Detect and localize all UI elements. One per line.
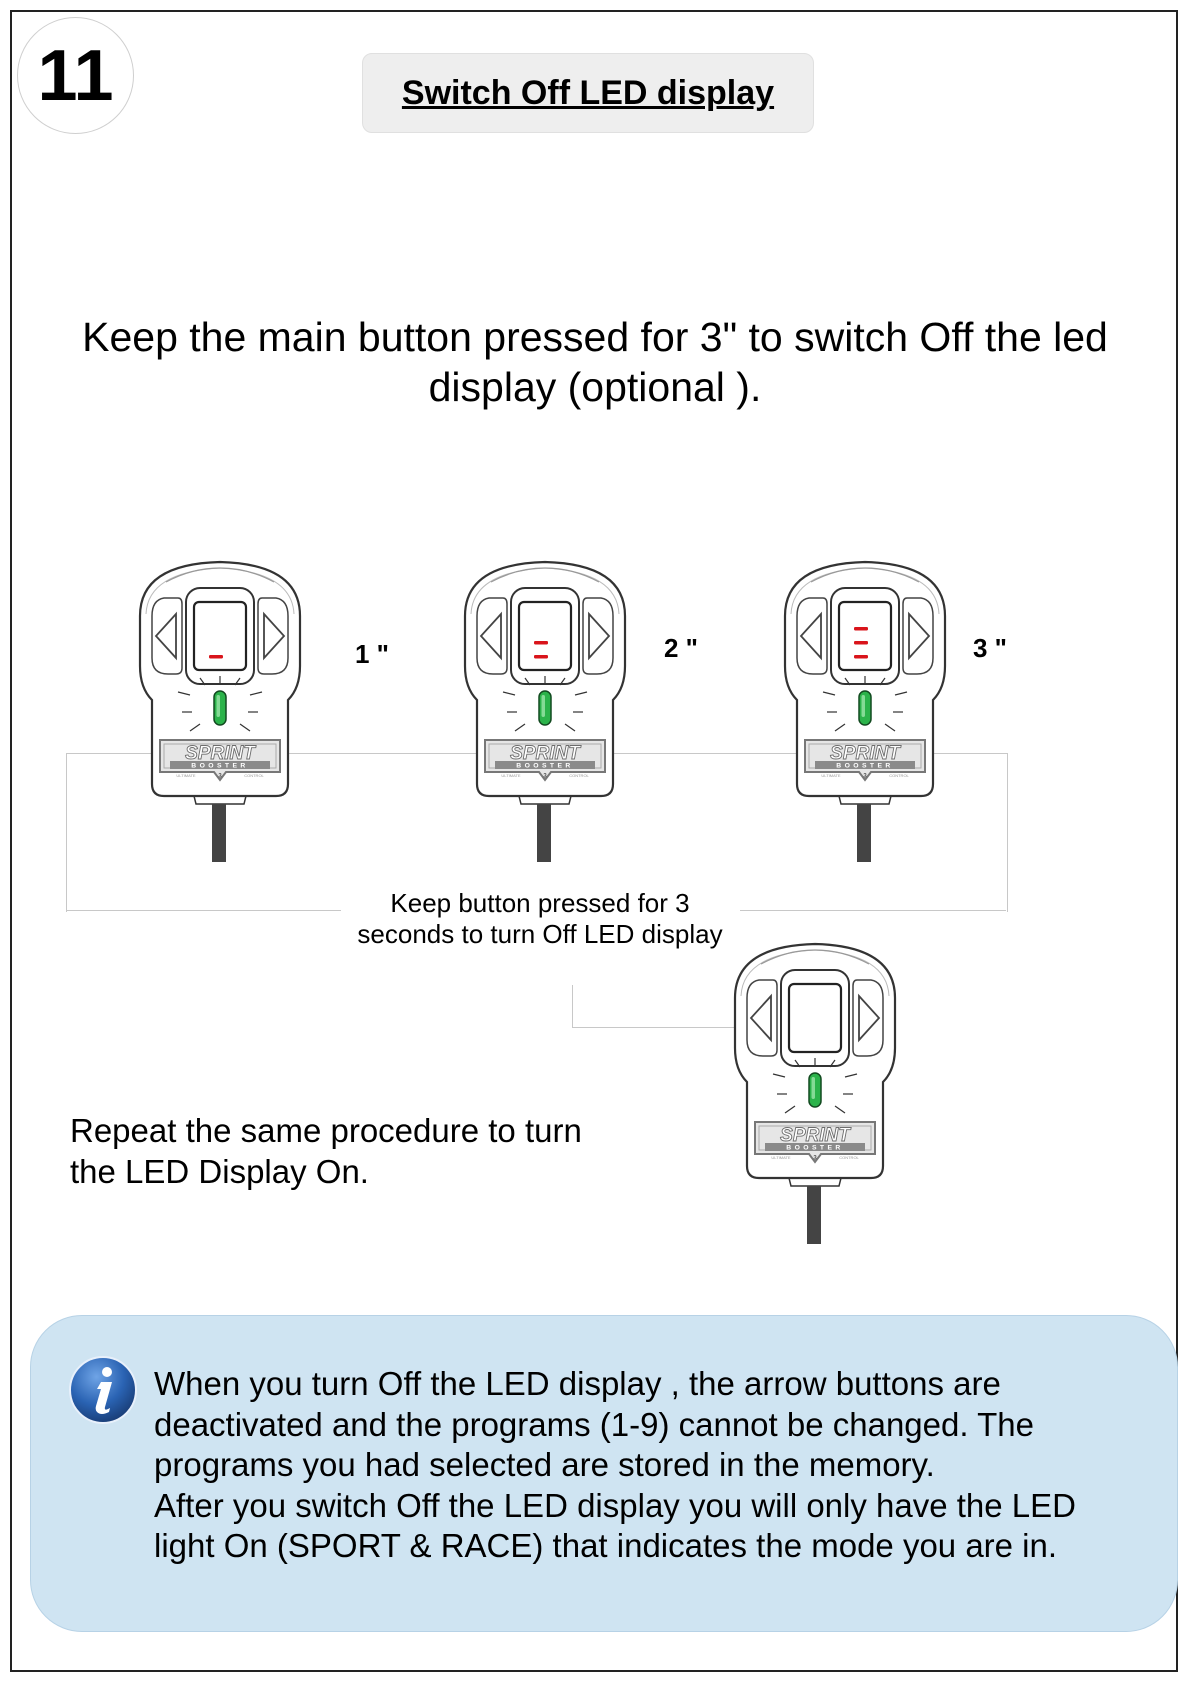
connector-line [740,910,1006,911]
svg-text:CONTROL: CONTROL [569,773,589,778]
left-arrow-icon [749,993,772,1043]
device-cable [212,804,226,862]
right-arrow-icon [908,611,931,661]
svg-text:3: 3 [543,774,547,780]
connector-line [572,985,573,1028]
left-arrow-icon [799,611,822,661]
svg-text:BOOSTER: BOOSTER [191,763,248,770]
svg-text:ULTIMATE: ULTIMATE [176,773,196,778]
svg-text:3: 3 [218,774,222,780]
svg-text:BOOSTER: BOOSTER [786,1145,843,1152]
led-segment [854,655,868,659]
info-text: When you turn Off the LED display , the … [154,1364,1144,1567]
step-time-label-2: 2 " [664,633,699,663]
device-step-1: SPRINT BOOSTER ULTIMATE CONTROL 3 [130,558,310,878]
sprint-booster-logo: SPRINT BOOSTER ULTIMATE CONTROL 3 [484,739,606,782]
led-segment [854,641,868,645]
led-segment [209,655,223,659]
connector-line [66,910,341,911]
sprint-booster-logo: SPRINT BOOSTER ULTIMATE CONTROL 3 [159,739,281,782]
led-segment [534,655,548,659]
step-time-label-1: 1 " [355,639,390,669]
right-arrow-icon [588,611,611,661]
svg-text:SPRINT: SPRINT [830,743,901,764]
device-display-off: SPRINT BOOSTER ULTIMATE CONTROL 3 [725,940,905,1260]
info-box [30,1315,1178,1632]
device-cable [537,804,551,862]
svg-text:CONTROL: CONTROL [839,1155,859,1160]
svg-text:3: 3 [863,774,867,780]
led-window [787,982,843,1054]
svg-text:SPRINT: SPRINT [185,743,256,764]
left-arrow-icon [479,611,502,661]
svg-text:ULTIMATE: ULTIMATE [821,773,841,778]
device-cable [807,1186,821,1244]
page-number-badge: 11 [17,17,134,134]
svg-text:BOOSTER: BOOSTER [836,763,893,770]
device-step-2: SPRINT BOOSTER ULTIMATE CONTROL 3 [455,558,635,878]
right-arrow-icon [263,611,286,661]
connector-line [572,1027,782,1028]
info-paragraph-2: After you switch Off the LED display you… [154,1486,1077,1565]
step-time-label-3: 3 " [973,633,1008,663]
repeat-note: Repeat the same procedure to turn the LE… [70,1112,582,1190]
led-window [837,600,893,672]
device-cable [857,804,871,862]
right-arrow-icon [858,993,881,1043]
device-step-3: SPRINT BOOSTER ULTIMATE CONTROL 3 [775,558,955,878]
svg-text:3: 3 [813,1156,817,1162]
page-frame [10,10,1178,1672]
page-number: 11 [37,35,114,116]
led-segment [534,641,548,645]
svg-text:SPRINT: SPRINT [780,1125,851,1146]
svg-text:ULTIMATE: ULTIMATE [771,1155,791,1160]
led-window [517,600,573,672]
svg-text:CONTROL: CONTROL [889,773,909,778]
main-instruction: Keep the main button pressed for 3" to s… [82,314,1108,410]
info-paragraph-1: When you turn Off the LED display , the … [154,1365,1034,1483]
left-arrow-icon [154,611,177,661]
sprint-booster-logo: SPRINT BOOSTER ULTIMATE CONTROL 3 [754,1121,876,1164]
caption: Keep button pressed for 3 seconds to tur… [345,888,735,950]
led-segment [854,627,868,631]
title-box: Switch Off LED display [362,53,814,133]
sprint-booster-logo: SPRINT BOOSTER ULTIMATE CONTROL 3 [804,739,926,782]
led-window [192,600,248,672]
info-icon [69,1356,137,1424]
page-title: Switch Off LED display [401,73,775,112]
svg-text:BOOSTER: BOOSTER [516,763,573,770]
svg-text:SPRINT: SPRINT [510,743,581,764]
svg-text:CONTROL: CONTROL [244,773,264,778]
svg-text:ULTIMATE: ULTIMATE [501,773,521,778]
